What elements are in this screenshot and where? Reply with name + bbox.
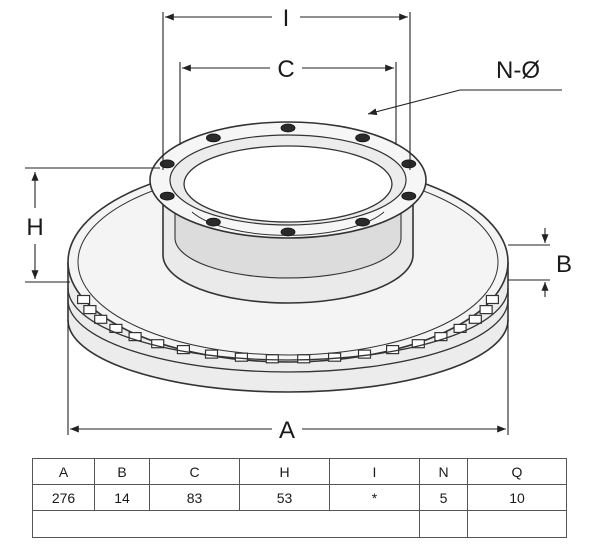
dimension-h bbox=[25, 167, 160, 283]
header-q: Q bbox=[467, 458, 567, 485]
bolt-hole bbox=[205, 217, 221, 227]
table-value-row: 276 14 83 53 * 5 10 bbox=[32, 484, 567, 511]
value-i: * bbox=[329, 484, 420, 511]
cooling-vent bbox=[265, 354, 279, 364]
value-b: 14 bbox=[94, 484, 150, 511]
dimension-b bbox=[508, 228, 550, 297]
bolt-hole bbox=[280, 123, 296, 133]
dimension-c bbox=[179, 62, 397, 145]
cooling-vent bbox=[76, 294, 91, 305]
cooling-vent bbox=[83, 305, 97, 315]
value-c: 83 bbox=[149, 484, 240, 511]
header-b: B bbox=[94, 458, 150, 485]
bolt-hole bbox=[159, 159, 175, 169]
label-n-dia: N-Ø bbox=[496, 57, 540, 84]
cooling-vent bbox=[234, 352, 248, 362]
label-i: I bbox=[283, 5, 290, 32]
bolt-hole bbox=[355, 217, 371, 227]
cooling-vent bbox=[297, 354, 311, 364]
empty-cell-2 bbox=[419, 510, 468, 538]
bolt-hole bbox=[280, 227, 296, 237]
value-q: 10 bbox=[467, 484, 567, 511]
label-b: B bbox=[556, 251, 572, 278]
hub bbox=[149, 121, 427, 304]
header-h: H bbox=[239, 458, 330, 485]
header-c: C bbox=[149, 458, 240, 485]
cooling-vent bbox=[468, 314, 482, 324]
cooling-vent bbox=[94, 314, 108, 324]
spec-table: A B C H I N Q 276 14 83 53 * 5 10 bbox=[32, 458, 567, 538]
dimension-i bbox=[162, 12, 411, 170]
value-n: 5 bbox=[419, 484, 468, 511]
cooling-vent bbox=[357, 349, 372, 359]
label-a: A bbox=[279, 417, 295, 444]
cooling-vent bbox=[151, 339, 165, 349]
empty-cell-1 bbox=[32, 510, 420, 538]
cooling-vent bbox=[485, 294, 499, 305]
table-header-row: A B C H I N Q bbox=[32, 458, 567, 485]
cooling-vent bbox=[411, 339, 425, 349]
cooling-vent bbox=[479, 305, 493, 315]
label-c: C bbox=[277, 56, 294, 83]
bolt-hole bbox=[205, 133, 221, 143]
bolt-hole bbox=[401, 191, 417, 201]
brake-disc-drawing: I C N-Ø H B A bbox=[25, 5, 572, 444]
header-i: I bbox=[329, 458, 420, 485]
header-a: A bbox=[32, 458, 95, 485]
table-empty-row bbox=[32, 510, 567, 538]
disc-edge-lines bbox=[67, 287, 509, 373]
value-h: 53 bbox=[239, 484, 330, 511]
value-a: 276 bbox=[32, 484, 95, 511]
bolt-hole bbox=[355, 133, 371, 143]
label-h: H bbox=[26, 214, 43, 241]
dimension-a bbox=[67, 320, 509, 435]
empty-cell-3 bbox=[467, 510, 567, 538]
cooling-vents bbox=[76, 294, 499, 364]
cooling-vent bbox=[204, 349, 219, 359]
cooling-vent bbox=[328, 352, 342, 362]
bolt-holes bbox=[159, 123, 417, 237]
bolt-hole bbox=[159, 191, 175, 201]
cooling-vent bbox=[434, 332, 448, 342]
header-n: N bbox=[419, 458, 468, 485]
cooling-vent bbox=[128, 332, 142, 342]
bolt-hole bbox=[401, 159, 417, 169]
dimension-n-dia bbox=[367, 89, 562, 116]
